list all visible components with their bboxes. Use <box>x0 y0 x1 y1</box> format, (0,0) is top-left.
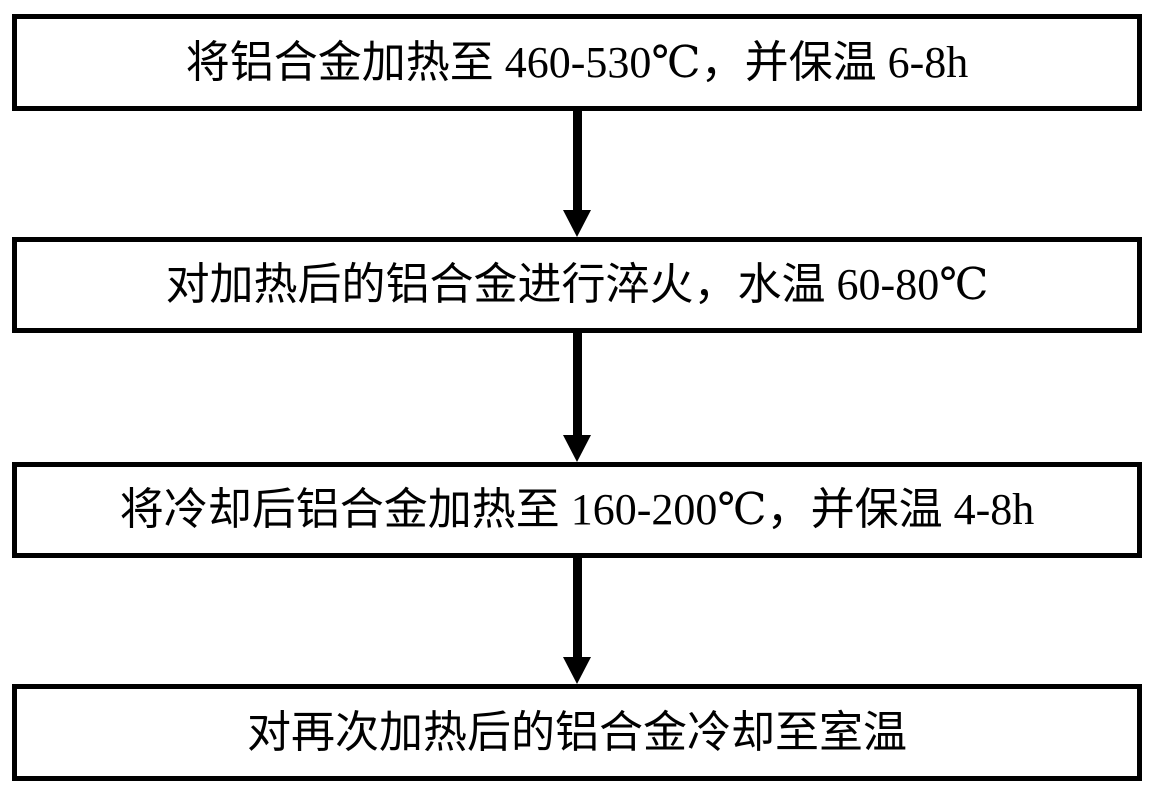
flow-step-3-label: 将冷却后铝合金加热至 160-200℃，并保温 4-8h <box>119 485 1035 534</box>
flow-step-1-box: 将铝合金加热至 460-530℃，并保温 6-8h <box>12 14 1142 111</box>
arrow-down-3-head-icon <box>563 657 591 684</box>
flow-step-4-label: 对再次加热后的铝合金冷却至室温 <box>247 707 907 757</box>
flow-step-3-box: 将冷却后铝合金加热至 160-200℃，并保温 4-8h <box>12 462 1142 558</box>
flow-step-1-label: 将铝合金加热至 460-530℃，并保温 6-8h <box>185 37 969 87</box>
flow-step-2-label: 对加热后的铝合金进行淬火，水温 60-80℃ <box>165 260 989 309</box>
arrow-down-1-shaft <box>573 110 582 212</box>
arrow-down-1-head-icon <box>563 210 591 237</box>
arrow-down-2-shaft <box>573 332 582 437</box>
flow-step-2-box: 对加热后的铝合金进行淬火，水温 60-80℃ <box>12 237 1142 333</box>
flow-step-4-box: 对再次加热后的铝合金冷却至室温 <box>12 684 1142 781</box>
arrow-down-2-head-icon <box>563 435 591 462</box>
arrow-down-3-shaft <box>573 557 582 659</box>
